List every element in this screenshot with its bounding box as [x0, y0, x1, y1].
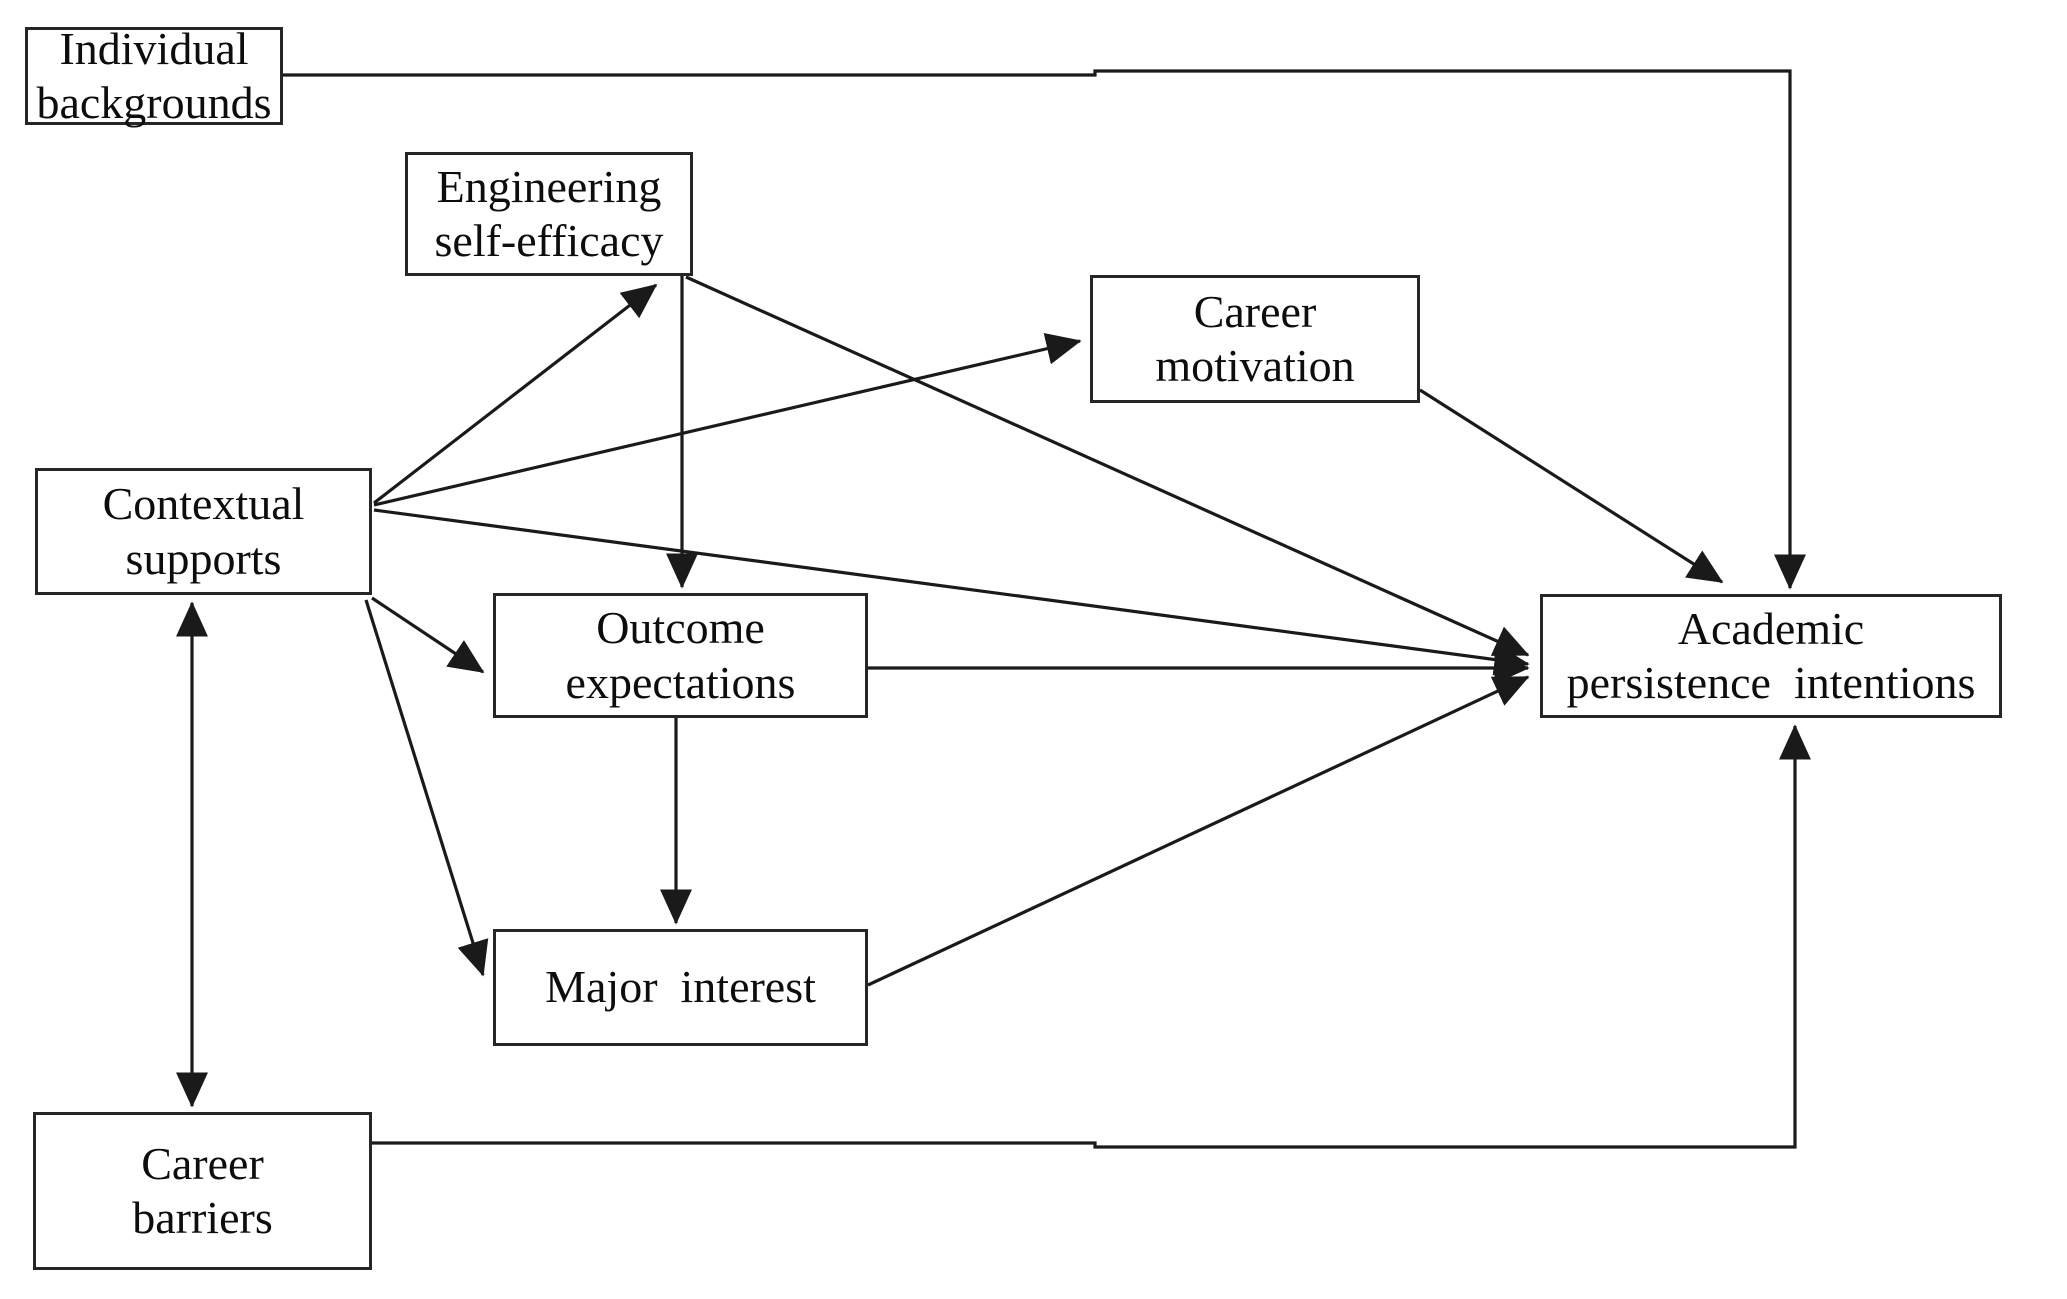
edge-career-motivation-to-academic-persistence [1419, 388, 1724, 584]
node-label-line2: expectations [565, 656, 796, 708]
node-label-line2: supports [125, 532, 282, 584]
node-label-line2: barriers [132, 1192, 273, 1243]
node-label-line2: self-efficacy [434, 215, 664, 266]
edge-contextual-supports-to-career-motivation [373, 333, 1082, 507]
node-label-line2: motivation [1155, 340, 1355, 391]
node-label-line1: Career [1193, 285, 1317, 337]
node-major-interest[interactable]: Major interest [493, 929, 868, 1046]
node-label-line1: Academic [1677, 602, 1865, 654]
node-engineering-self-efficacy[interactable]: Engineering self-efficacy [405, 152, 693, 276]
node-label-line1: Major interest [545, 961, 816, 1013]
node-label-line1: Individual [59, 22, 249, 74]
node-career-barriers[interactable]: Career barriers [33, 1112, 372, 1270]
edge-contextual-supports-to-academic-persistence [373, 508, 1530, 676]
edge-engineering-self-efficacy-to-academic-persistence [685, 275, 1530, 657]
node-label-line2: persistence intentions [1566, 657, 1976, 708]
edge-individual-backgrounds-to-academic-persistence [283, 69, 1806, 590]
node-label-line2: backgrounds [36, 77, 272, 128]
edge-contextual-supports-to-major-interest [364, 599, 489, 977]
edge-contextual-supports-to-engineering-self-efficacy [373, 283, 658, 505]
node-outcome-expectations[interactable]: Outcome expectations [493, 593, 868, 718]
node-label-line1: Outcome [596, 602, 765, 654]
node-academic-persistence-intentions[interactable]: Academic persistence intentions [1540, 594, 2002, 718]
edge-contextual-supports-to-outcome-expectations [371, 596, 485, 674]
node-label-line1: Career [141, 1137, 264, 1189]
node-label-line1: Contextual [102, 478, 305, 530]
node-label-line1: Engineering [436, 160, 662, 212]
edge-major-interest-to-academic-persistence [867, 675, 1530, 987]
node-contextual-supports[interactable]: Contextual supports [35, 468, 372, 595]
node-career-motivation[interactable]: Career motivation [1090, 275, 1420, 403]
node-individual-backgrounds[interactable]: Individual backgrounds [25, 23, 283, 128]
edge-career-barriers-to-academic-persistence [372, 724, 1811, 1149]
